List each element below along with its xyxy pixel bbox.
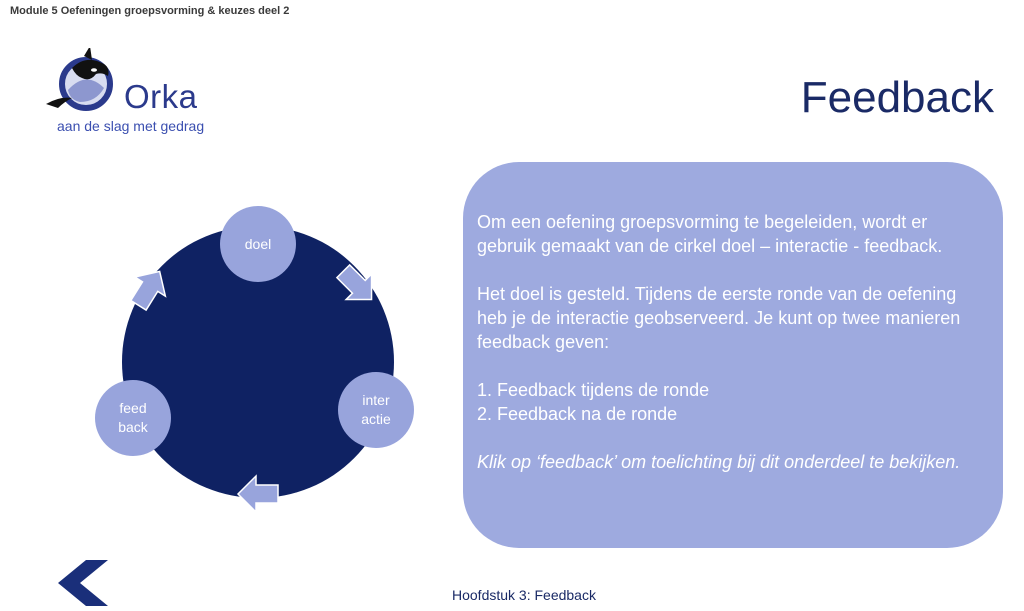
chevron-left-icon	[58, 560, 108, 606]
module-title: Module 5 Oefeningen groepsvorming & keuz…	[10, 5, 290, 17]
cycle-node-interactie[interactable]: inter actie	[338, 372, 414, 448]
chapter-label: Hoofdstuk 3: Feedback	[452, 587, 596, 603]
info-panel: Om een oefening groepsvorming te begelei…	[463, 162, 1003, 548]
arrow-icon	[129, 270, 167, 312]
arrow-icon	[236, 474, 279, 514]
feedback-options-list: 1. Feedback tijdens de ronde 2. Feedback…	[477, 378, 987, 426]
slide-title: Feedback	[800, 73, 994, 122]
orca-icon	[46, 48, 113, 111]
cycle-node-label: inter actie	[361, 392, 391, 427]
cycle-node-label: feed back	[118, 400, 148, 435]
cycle-node-feedback[interactable]: feed back	[95, 380, 171, 456]
info-paragraph: Het doel is gesteld. Tijdens de eerste r…	[477, 284, 961, 352]
cycle-node-doel[interactable]: doel	[220, 206, 296, 282]
back-button[interactable]	[56, 560, 110, 606]
orka-logo: Orka aan de slag met gedrag	[38, 48, 218, 144]
cycle-node-label: doel	[244, 235, 272, 252]
arrow-icon	[335, 263, 373, 301]
instruction-text: Klik op ‘feedback’ om toelichting bij di…	[477, 452, 961, 472]
logo-wordmark: Orka	[124, 78, 198, 115]
info-paragraph: Om een oefening groepsvorming te begelei…	[477, 212, 943, 256]
list-item: 1. Feedback tijdens de ronde	[477, 380, 710, 400]
list-item: 2. Feedback na de ronde	[477, 404, 678, 424]
logo-tagline: aan de slag met gedrag	[57, 118, 205, 134]
